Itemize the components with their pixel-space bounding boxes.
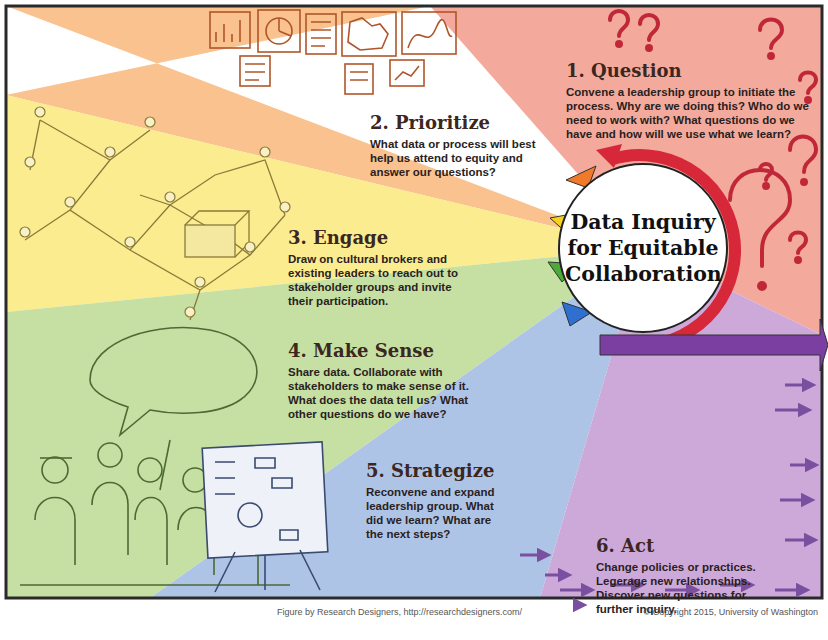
color-wedges xyxy=(6,6,822,598)
step-body: What data or process will best help us a… xyxy=(370,137,548,179)
frame xyxy=(6,6,822,598)
step-block: 4. Make SenseShare data. Collaborate wit… xyxy=(288,340,474,421)
step-heading: 1. Question xyxy=(566,60,810,82)
network-people xyxy=(20,107,290,317)
step-block: 2. PrioritizeWhat data or process will b… xyxy=(370,112,548,179)
center-title: Data Inquiry for Equitable Collaboration xyxy=(565,209,721,287)
step-block: 6. ActChange policies or practices. Lege… xyxy=(596,535,774,616)
footer-credit: Figure by Research Designers, http://res… xyxy=(277,607,522,617)
step-block: 5. StrategizeReconvene and expand leader… xyxy=(366,460,496,541)
step-body: Convene a leadership group to initiate t… xyxy=(566,85,810,141)
step-block: 1. QuestionConvene a leadership group to… xyxy=(566,60,810,141)
chart-sketches xyxy=(210,10,456,94)
network-sketch xyxy=(25,120,285,320)
flipchart-sketch xyxy=(202,442,328,592)
cycle-arrows xyxy=(548,144,828,371)
step-heading: 3. Engage xyxy=(288,227,478,249)
center-circle: Data Inquiry for Equitable Collaboration xyxy=(553,158,733,338)
step-heading: 6. Act xyxy=(596,535,774,557)
step-block: 3. EngageDraw on cultural brokers and ex… xyxy=(288,227,478,308)
step-heading: 5. Strategize xyxy=(366,460,496,482)
step-body: Draw on cultural brokers and existing le… xyxy=(288,252,478,308)
step-heading: 4. Make Sense xyxy=(288,340,474,362)
step-body: Reconvene and expand leadership group. W… xyxy=(366,485,496,541)
step-body: Share data. Collaborate with stakeholder… xyxy=(288,365,474,421)
footer-credit: © Copyright 2015, University of Washingt… xyxy=(644,607,818,617)
step-heading: 2. Prioritize xyxy=(370,112,548,134)
